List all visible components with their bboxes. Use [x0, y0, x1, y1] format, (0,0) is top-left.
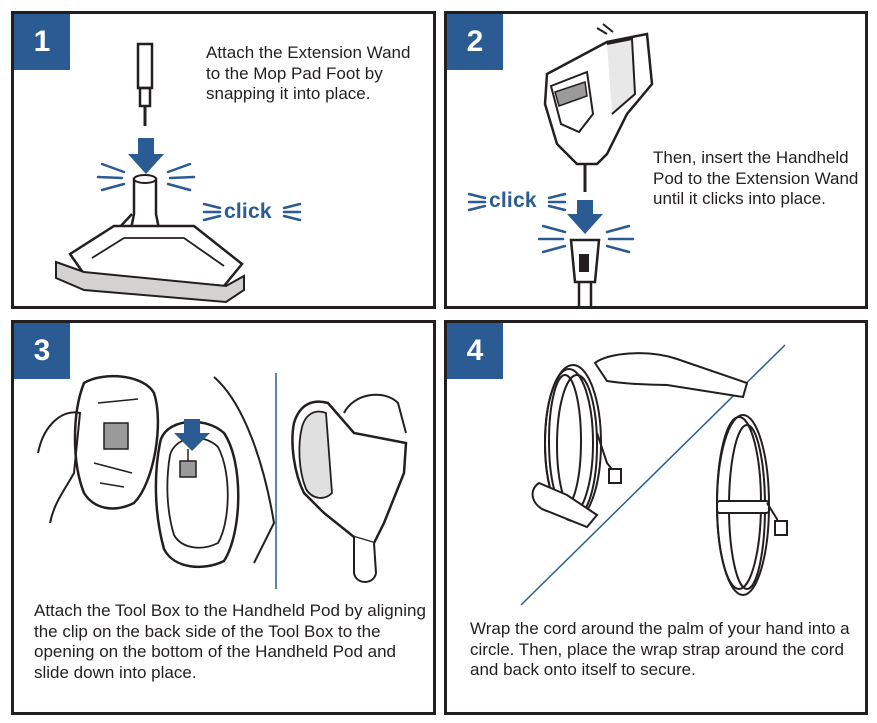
step-1-click-label: click	[224, 200, 272, 223]
step-3-number: 3	[14, 323, 70, 379]
step-4-number: 4	[447, 323, 503, 379]
cord-wrap-illustration	[520, 344, 788, 606]
step-4-panel: 4 Wrap the cord around the palm of your …	[444, 320, 868, 715]
step-1-number: 1	[14, 14, 70, 70]
step-2-panel: 2 click Then, insert the Handheld Pod to…	[444, 11, 868, 309]
step-3-text: Attach the Tool Box to the Handheld Pod …	[34, 601, 426, 682]
handheld-pod-illustration	[467, 23, 654, 306]
step-3-panel: 3 Attach the Tool Box to the Handheld Po…	[11, 320, 436, 715]
tool-box-illustration	[37, 373, 408, 589]
step-4-text: Wrap the cord around the palm of your ha…	[470, 619, 850, 679]
click-sound-marks	[202, 202, 302, 222]
step-1-text: Attach the Extension Wand to the Mop Pad…	[206, 43, 411, 103]
step-1-panel: 1 Attach the Extension Wand to the Mop P…	[11, 11, 436, 309]
step-2-click-label: click	[489, 189, 537, 212]
mop-pad-illustration	[55, 42, 245, 304]
step-2-number: 2	[447, 14, 503, 70]
step-2-text: Then, insert the Handheld Pod to the Ext…	[653, 148, 859, 208]
